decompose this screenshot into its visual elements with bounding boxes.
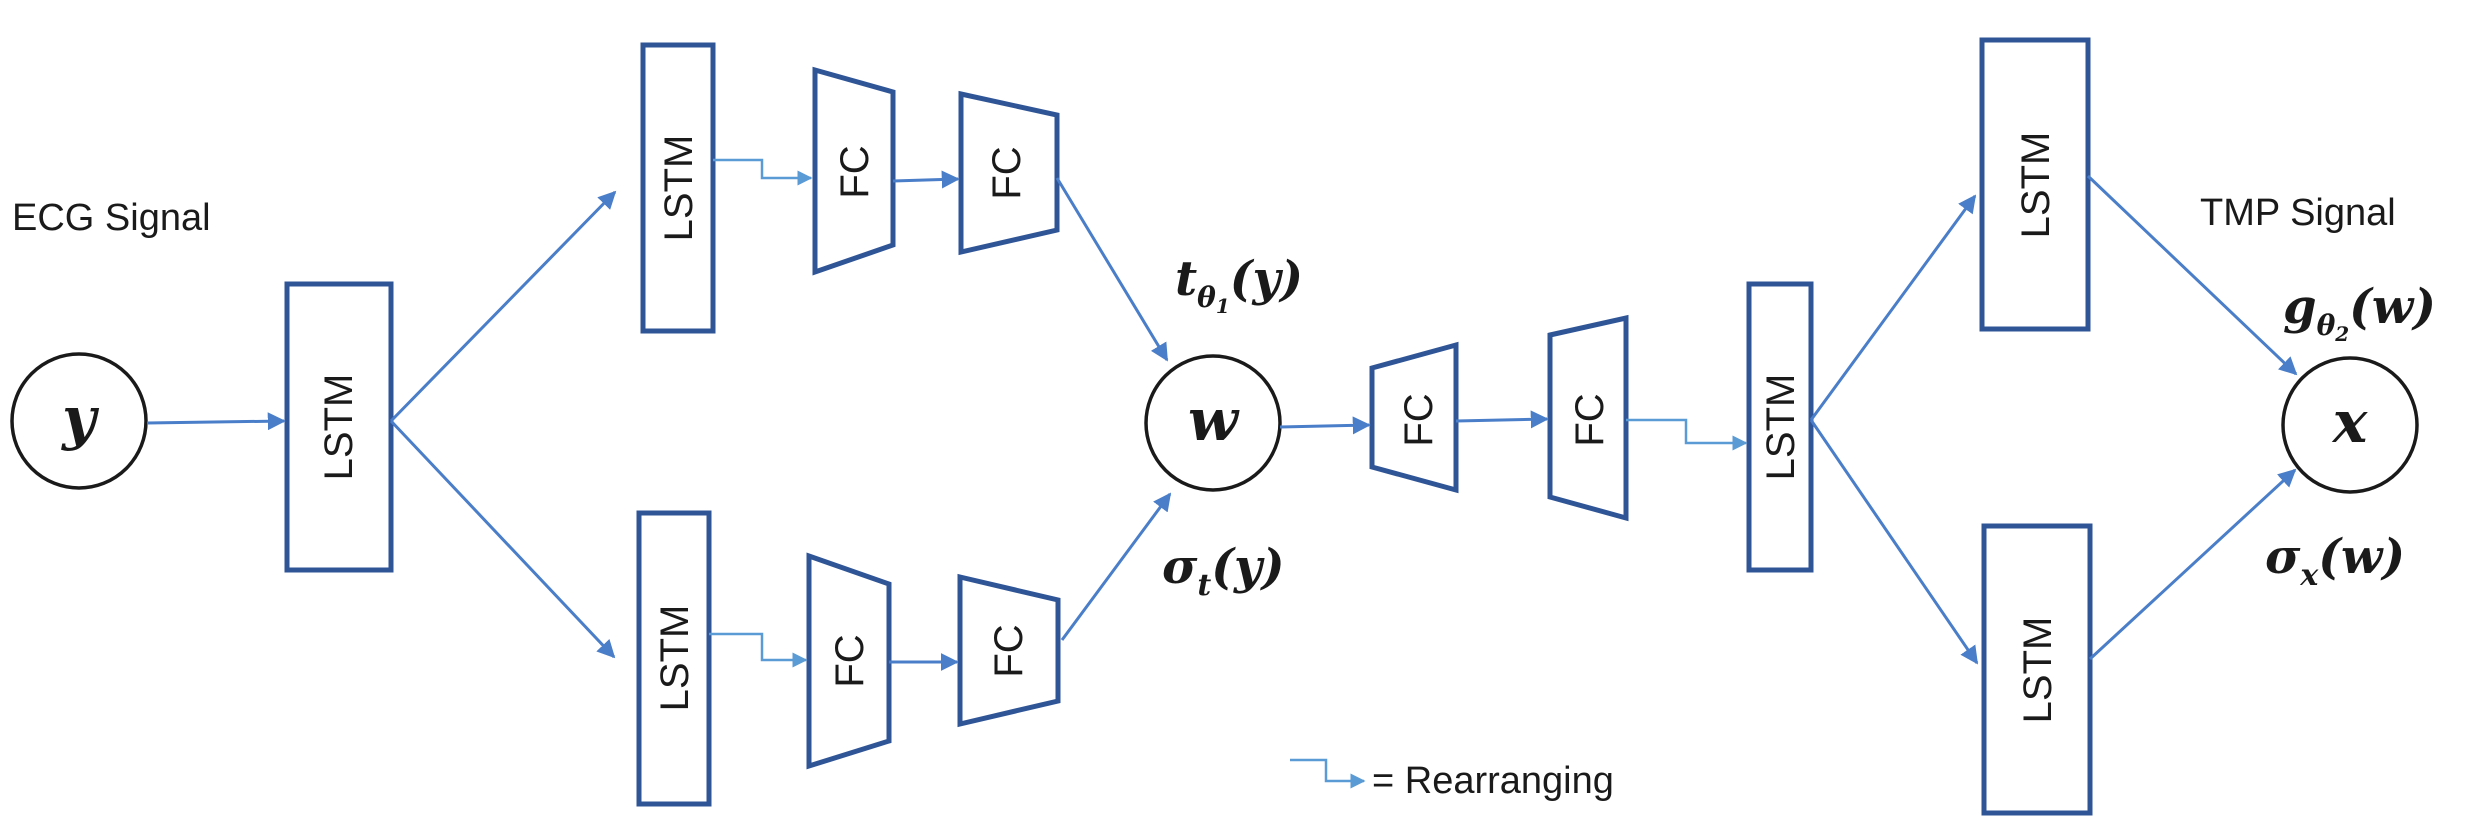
encoder-fc-bottom-1-label: FC	[828, 634, 872, 687]
encoder-fc-top-1	[812, 66, 896, 276]
sigma-t-label: σt(y)	[1162, 539, 1285, 603]
arrow-fc-top-1-to-2	[892, 170, 960, 189]
decoder-fc-1	[1369, 341, 1459, 494]
arrow-y-to-lstm	[146, 412, 286, 431]
arrow-lstm-to-top	[389, 190, 617, 423]
decoder-fc-2	[1547, 314, 1629, 522]
arrow-lstm-to-bottom-decoder	[1809, 419, 1979, 665]
latent-node-w	[1144, 354, 1282, 492]
rearrange-arrow-top	[713, 158, 813, 186]
encoder-lstm-top-label: LSTM	[657, 135, 701, 242]
input-node-y	[10, 352, 148, 490]
decoder-lstm-1-label: LSTM	[1759, 374, 1803, 481]
arrow-fc-bottom-2-to-w	[1060, 492, 1172, 641]
arrow-w-to-fc	[1279, 416, 1371, 435]
arrow-bottom-lstm-to-x	[2088, 468, 2297, 661]
encoder-fc-bottom-2	[957, 573, 1061, 728]
encoder-fc-top-2-label: FC	[985, 146, 1029, 199]
ecg-signal-label: ECG Signal	[12, 197, 211, 239]
encoder-lstm-top	[640, 42, 716, 334]
tmp-signal-label: TMP Signal	[2200, 192, 2396, 234]
t-theta1-label: tθ1(y)	[1175, 251, 1303, 318]
decoder-lstm-top	[1979, 37, 2091, 332]
arrow-lstm-to-bottom	[389, 419, 616, 659]
encoder-fc-bottom-1	[806, 552, 892, 770]
arrow-fc-1-to-2	[1455, 410, 1549, 429]
encoder-fc-top-2	[958, 90, 1060, 256]
rearrange-arrow-decoder	[1626, 418, 1748, 451]
encoder-lstm-bottom-label: LSTM	[653, 605, 697, 712]
g-theta2-label: gθ2(w)	[2283, 279, 2436, 346]
arrow-fc-top-2-to-w	[1055, 177, 1169, 362]
encoder-fc-top-1-label: FC	[833, 145, 877, 198]
output-node-x	[2281, 356, 2419, 494]
output-node-x-label: x	[2331, 388, 2369, 456]
decoder-lstm-1	[1746, 281, 1814, 573]
arrow-lstm-to-top-decoder	[1809, 194, 1977, 421]
rearrange-arrow-bottom	[709, 632, 808, 668]
input-node-y-label: y	[60, 384, 100, 452]
sigma-x-label: σx(w)	[2265, 529, 2405, 593]
legend-rearrange-icon	[1290, 758, 1366, 789]
encoder-lstm-1-label: LSTM	[317, 374, 361, 481]
decoder-lstm-top-label: LSTM	[2014, 132, 2058, 239]
encoder-lstm-bottom	[636, 510, 712, 807]
decoder-lstm-bottom-label: LSTM	[2016, 617, 2060, 724]
legend-rearranging-label: = Rearranging	[1372, 760, 1614, 802]
encoder-lstm-1	[284, 281, 394, 573]
decoder-lstm-bottom	[1981, 523, 2093, 816]
latent-node-w-label: w	[1188, 386, 1240, 454]
encoder-fc-bottom-2-label: FC	[987, 624, 1031, 677]
arrow-top-lstm-to-x	[2086, 174, 2298, 376]
decoder-fc-1-label: FC	[1397, 393, 1441, 446]
decoder-fc-2-label: FC	[1568, 393, 1612, 446]
